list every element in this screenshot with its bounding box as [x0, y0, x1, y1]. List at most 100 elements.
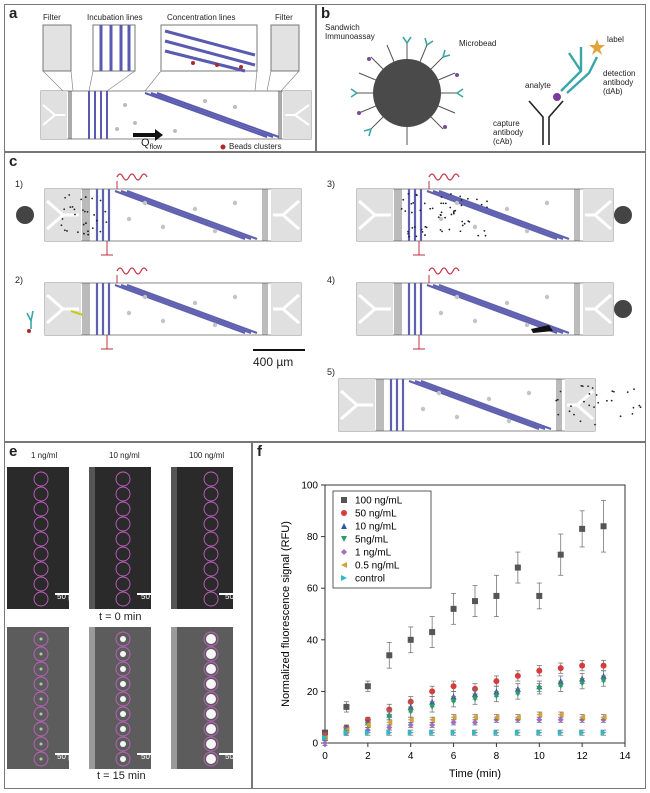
bead-dot [483, 229, 486, 232]
x-tick-label: 14 [619, 751, 631, 762]
data-point [600, 678, 607, 685]
bead-dot [91, 197, 94, 200]
bead-dot [570, 405, 572, 408]
bead-dot [63, 229, 66, 232]
legend-entry: 10 ng/mL [341, 522, 397, 533]
micrograph-frame [7, 467, 87, 609]
bead-dot [486, 206, 488, 209]
x-axis-label: Time (min) [449, 768, 501, 780]
bead-dot [463, 222, 466, 225]
bead-dot [579, 420, 582, 423]
bead-dot [475, 198, 478, 201]
legend-label: 5ng/mL [355, 535, 389, 546]
x-tick-label: 4 [408, 751, 414, 762]
bead-dot [626, 391, 629, 394]
capture-antibody-line2: antibody [493, 128, 524, 137]
series-0 [322, 500, 607, 736]
column-label-1: 1 ng/ml [31, 451, 58, 460]
bead-dot [486, 200, 488, 203]
sandwich-label-line2: Immunoassay [325, 32, 375, 41]
scale-bar-line [55, 593, 73, 595]
beads-clusters-legend: Beads clusters [229, 142, 282, 151]
bead-dot [424, 225, 427, 228]
capture-antibody-line1: capture [493, 119, 520, 128]
data-point [386, 652, 393, 659]
data-point [407, 709, 414, 716]
legend-entry: control [341, 574, 385, 585]
bead-dot [573, 413, 575, 416]
step-1-label: 1) [15, 179, 24, 189]
bead-dot [423, 202, 426, 205]
callout-concentration-lines: Concentration lines [167, 13, 236, 22]
data-point [579, 662, 586, 669]
y-tick-label: 100 [301, 481, 318, 492]
data-point [386, 719, 393, 726]
bead-dot [631, 412, 634, 415]
bead-dot [581, 385, 584, 388]
data-point [557, 729, 564, 736]
callout-filter-right: Filter [275, 13, 293, 22]
data-point [472, 714, 478, 721]
scale-bar-line [219, 753, 237, 755]
sandwich-label-line1: Sandwich [325, 23, 360, 32]
bead-dot [444, 216, 447, 219]
bead-dot [559, 390, 562, 393]
bead-dot [431, 207, 434, 210]
data-point [450, 714, 457, 721]
bead-dot [439, 213, 442, 216]
bead-dot [580, 384, 583, 387]
data-point [536, 729, 543, 736]
series-1 [322, 660, 607, 739]
legend-marker [341, 536, 347, 542]
bead-dot [412, 201, 415, 204]
micrograph-frame [171, 627, 251, 769]
bead-dot [87, 233, 90, 236]
data-point [514, 564, 521, 571]
bead-dot [415, 193, 418, 196]
scalebar-label: 50 µm [225, 752, 248, 761]
data-point [493, 729, 500, 736]
bead-dot [449, 206, 452, 209]
chip-step-5 [338, 378, 596, 432]
bead-dot [638, 404, 641, 407]
data-point [386, 724, 393, 731]
bead-dot [613, 390, 615, 393]
analyte-label: analyte [525, 81, 551, 90]
step-3-label: 3) [327, 179, 336, 189]
data-point [493, 693, 500, 700]
bead-dot [420, 228, 423, 231]
data-point [514, 672, 521, 679]
bead-cluster [531, 325, 553, 333]
capture-antibody-line3: (cAb) [493, 137, 513, 146]
step-4-label: 4) [327, 275, 336, 285]
bead-dot [452, 212, 455, 215]
bead-dot [461, 224, 464, 227]
plot-frame [324, 484, 626, 744]
legend-entry: 0.5 ng/mL [341, 561, 400, 572]
bead-dot [459, 195, 462, 198]
panel-a-label: a [9, 5, 18, 22]
micrograph-frame [89, 627, 169, 769]
data-point [472, 729, 478, 736]
data-point [322, 734, 328, 741]
bead-dot [440, 196, 443, 198]
bead-dot [633, 388, 635, 391]
scalebar-label: 50 µm [57, 592, 80, 601]
bead-dot [66, 230, 68, 232]
chip-step-1 [44, 173, 302, 256]
time-zero-label: t = 0 min [99, 611, 142, 623]
y-tick-label: 60 [307, 584, 319, 595]
panel-e-label: e [9, 443, 18, 460]
x-tick-label: 2 [365, 751, 371, 762]
legend-marker [341, 549, 347, 555]
bead-dot [60, 224, 63, 227]
bead-dot [610, 399, 613, 402]
data-point [536, 667, 543, 674]
data-point [386, 714, 393, 721]
bead-dot [74, 213, 76, 216]
detection-antibody [26, 310, 34, 329]
bead-dot [84, 222, 87, 225]
scalebar-label: 50 µm [225, 592, 248, 601]
bead-dot [76, 231, 79, 234]
